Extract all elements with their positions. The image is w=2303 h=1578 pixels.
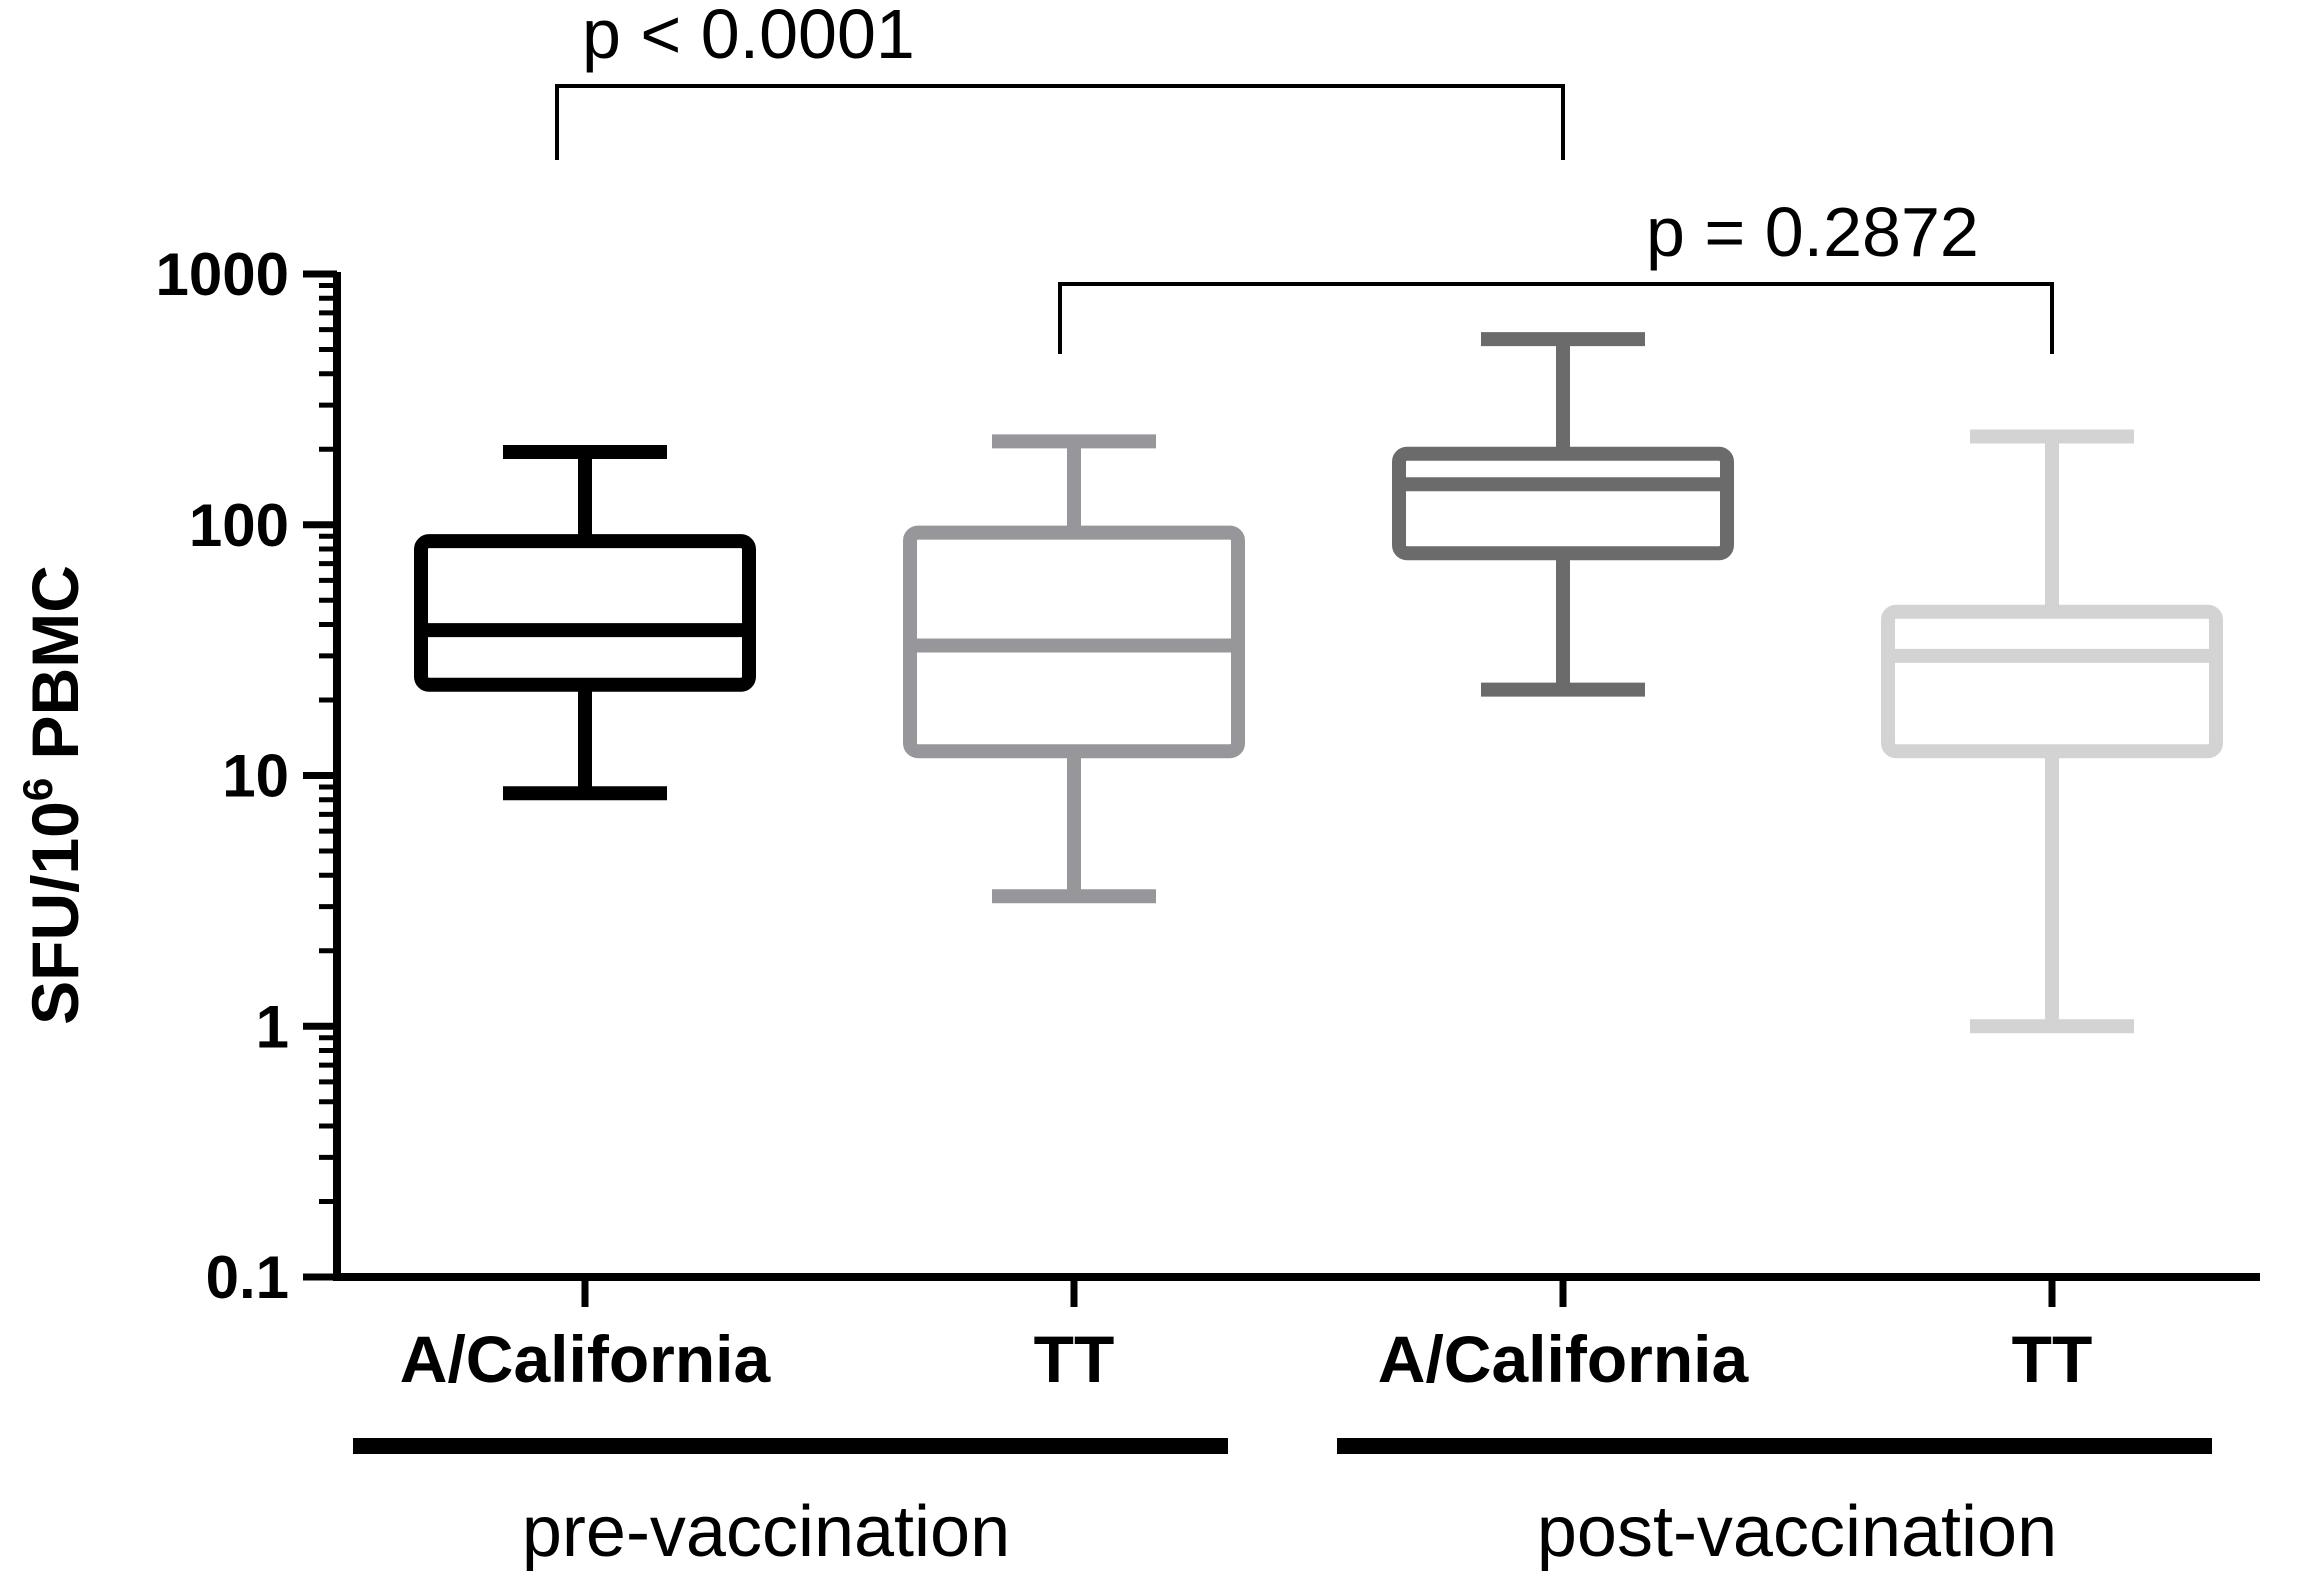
y-tick-label: 0.1	[206, 1244, 289, 1311]
x-category-label: TT	[2012, 1322, 2093, 1396]
y-axis-title-suffix: PBMC	[18, 565, 92, 778]
x-category-label: A/California	[400, 1322, 772, 1396]
y-tick-label: 100	[189, 492, 289, 559]
significance-bracket: p < 0.0001	[555, 0, 1565, 160]
y-tick-label: 1000	[156, 241, 289, 308]
p-value-label: p < 0.0001	[582, 0, 915, 73]
group-label: pre-vaccination	[522, 1492, 1010, 1572]
bracket-line	[555, 84, 1565, 160]
box-series	[903, 434, 1245, 904]
y-tick-label: 10	[222, 743, 289, 810]
x-category-label: TT	[1034, 1322, 1115, 1396]
significance-bracket: p = 0.2872	[1058, 193, 2054, 354]
bracket-line	[1058, 282, 2054, 354]
svg-text:SFU/106 PBMC: SFU/106 PBMC	[14, 565, 92, 1025]
box-iqr	[1392, 446, 1734, 561]
box-series	[1392, 332, 1734, 697]
p-value-label: p = 0.2872	[1646, 193, 1979, 271]
y-tick-label: 1	[256, 993, 289, 1060]
y-axis-title-main: SFU/10	[18, 801, 92, 1025]
box-iqr	[1881, 604, 2223, 759]
box-iqr	[414, 534, 756, 692]
y-axis-title-superscript: 6	[14, 778, 61, 801]
x-category-label: A/California	[1378, 1322, 1750, 1396]
y-axis-title: SFU/106 PBMC	[14, 565, 92, 1025]
box-series	[414, 445, 756, 801]
group-label: post-vaccination	[1537, 1492, 2057, 1572]
box-series	[1881, 429, 2223, 1034]
